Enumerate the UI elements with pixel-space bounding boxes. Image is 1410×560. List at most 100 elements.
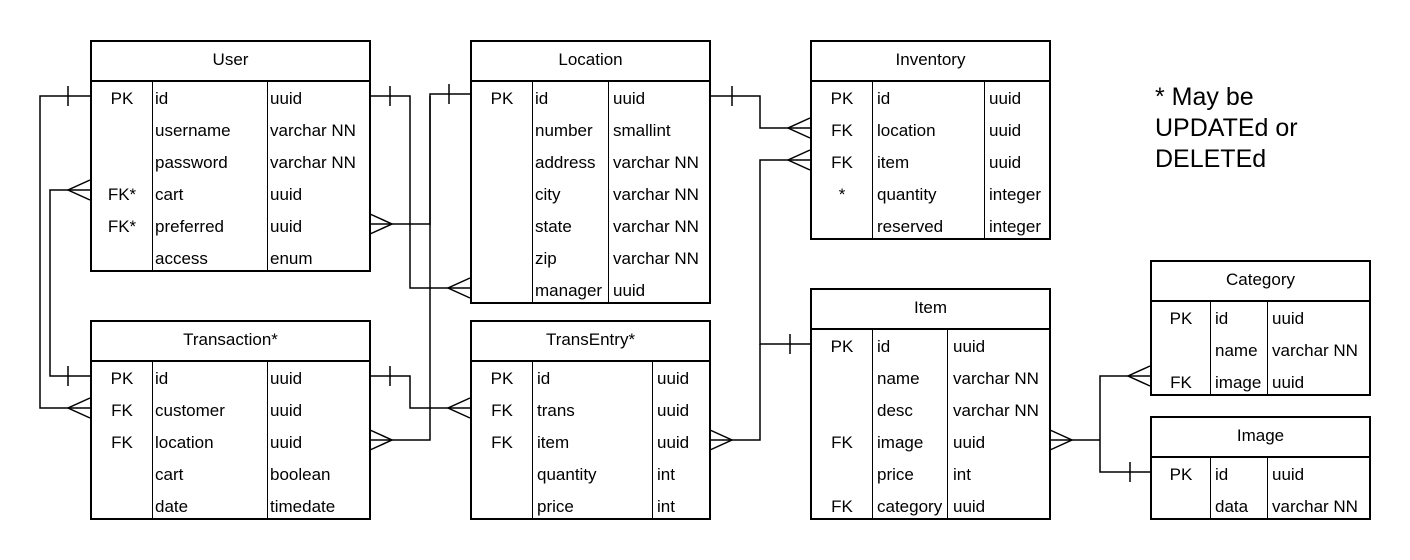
attribute-type: integer bbox=[989, 217, 1041, 236]
attribute-type: uuid bbox=[270, 89, 303, 108]
attribute-row: FK item uuid bbox=[472, 428, 709, 460]
key-label bbox=[472, 212, 532, 244]
attribute-row: access enum bbox=[92, 244, 369, 276]
attribute-name: image bbox=[1215, 373, 1262, 392]
key-label bbox=[472, 492, 532, 524]
key-label bbox=[812, 396, 872, 428]
attribute-row: address varchar NN bbox=[472, 148, 709, 180]
entity-title: TransEntry* bbox=[472, 322, 709, 362]
attribute-name: price bbox=[537, 497, 574, 516]
attribute-type: uuid bbox=[989, 153, 1022, 172]
attribute-row: FK location uuid bbox=[812, 116, 1049, 148]
key-label: FK bbox=[111, 433, 133, 452]
attribute-type: int bbox=[953, 465, 971, 484]
attribute-row: FK* preferred uuid bbox=[92, 212, 369, 244]
key-label bbox=[1152, 492, 1210, 524]
attribute-row: FK location uuid bbox=[92, 428, 369, 460]
attribute-name: access bbox=[155, 249, 208, 268]
attribute-row: zip varchar NN bbox=[472, 244, 709, 276]
attribute-type: varchar NN bbox=[613, 249, 699, 268]
key-label bbox=[472, 148, 532, 180]
column-divider bbox=[872, 82, 873, 238]
attribute-name: id bbox=[155, 89, 169, 108]
attribute-name: location bbox=[877, 121, 936, 140]
attribute-type: uuid bbox=[1272, 309, 1305, 328]
column-divider bbox=[608, 82, 609, 302]
key-label bbox=[812, 460, 872, 492]
entity-user: User PK id uuid username varchar NN pass… bbox=[90, 40, 371, 272]
attribute-row: FK image uuid bbox=[812, 428, 1049, 460]
attribute-type: varchar NN bbox=[613, 185, 699, 204]
attribute-row: cart boolean bbox=[92, 460, 369, 492]
attribute-name: cart bbox=[155, 465, 184, 484]
attribute-name: number bbox=[535, 121, 593, 140]
attribute-type: smallint bbox=[613, 121, 671, 140]
attribute-name: trans bbox=[537, 401, 575, 420]
attribute-row: password varchar NN bbox=[92, 148, 369, 180]
attribute-name: id bbox=[535, 89, 549, 108]
key-label bbox=[472, 276, 532, 308]
entity-item: Item PK id uuid name varchar NN desc var… bbox=[810, 288, 1051, 520]
many-marker bbox=[1049, 429, 1074, 451]
key-label: FK bbox=[831, 153, 853, 172]
key-label: FK bbox=[831, 433, 853, 452]
attribute-name: image bbox=[877, 433, 924, 452]
edge-user-location-manager bbox=[370, 95, 470, 289]
attribute-type: uuid bbox=[270, 401, 303, 420]
note-line: UPDATEd or bbox=[1155, 114, 1298, 142]
attribute-name: reserved bbox=[877, 217, 944, 236]
attribute-type: integer bbox=[989, 185, 1041, 204]
key-label bbox=[92, 244, 152, 276]
attribute-row: FK item uuid bbox=[812, 148, 1049, 180]
key-label: FK bbox=[1170, 373, 1192, 392]
attribute-type: uuid bbox=[270, 185, 303, 204]
edge-category-image bbox=[1099, 375, 1150, 473]
attribute-type: varchar NN bbox=[613, 153, 699, 172]
attribute-name: manager bbox=[535, 281, 603, 300]
attribute-type: uuid bbox=[613, 89, 646, 108]
attribute-type: timedate bbox=[270, 497, 336, 516]
entity-title: Transaction* bbox=[92, 322, 369, 362]
attribute-name: customer bbox=[155, 401, 225, 420]
attribute-type: uuid bbox=[613, 281, 646, 300]
attribute-type: boolean bbox=[270, 465, 331, 484]
entity-inventory: Inventory PK id uuid FK location uuid FK… bbox=[810, 40, 1051, 240]
attribute-type: uuid bbox=[270, 217, 303, 236]
attribute-name: name bbox=[1215, 341, 1258, 360]
attribute-name: id bbox=[1215, 465, 1229, 484]
key-label: FK* bbox=[107, 185, 137, 204]
many-marker bbox=[66, 397, 91, 419]
key-label bbox=[92, 116, 152, 148]
many-marker bbox=[1126, 365, 1151, 387]
many-marker bbox=[786, 149, 811, 171]
key-label bbox=[92, 148, 152, 180]
attribute-name: desc bbox=[877, 401, 913, 420]
column-divider bbox=[152, 82, 153, 270]
many-marker bbox=[369, 429, 394, 451]
key-label: * bbox=[838, 185, 846, 204]
attribute-type: uuid bbox=[953, 433, 986, 452]
attribute-name: city bbox=[535, 185, 561, 204]
attribute-type: varchar NN bbox=[613, 217, 699, 236]
attribute-row: PK id uuid bbox=[472, 84, 709, 116]
attribute-name: quantity bbox=[537, 465, 597, 484]
key-label bbox=[472, 244, 532, 276]
attribute-row: PK id uuid bbox=[1152, 304, 1369, 336]
attribute-name: item bbox=[877, 153, 910, 172]
attribute-type: enum bbox=[270, 249, 313, 268]
key-label: FK bbox=[111, 401, 133, 420]
column-divider bbox=[1210, 302, 1211, 394]
key-label: PK bbox=[490, 89, 514, 108]
many-marker bbox=[786, 117, 811, 139]
entity-title: Inventory bbox=[812, 42, 1049, 82]
entity-image: Image PK id uuid data varchar NN bbox=[1150, 416, 1371, 520]
attribute-type: uuid bbox=[953, 337, 986, 356]
key-label: FK bbox=[491, 401, 513, 420]
attribute-name: id bbox=[155, 369, 169, 388]
column-divider bbox=[532, 362, 533, 518]
entity-location: Location PK id uuid number smallint addr… bbox=[470, 40, 711, 304]
entity-title: User bbox=[92, 42, 369, 82]
attribute-row: price int bbox=[812, 460, 1049, 492]
key-label bbox=[1152, 336, 1210, 368]
